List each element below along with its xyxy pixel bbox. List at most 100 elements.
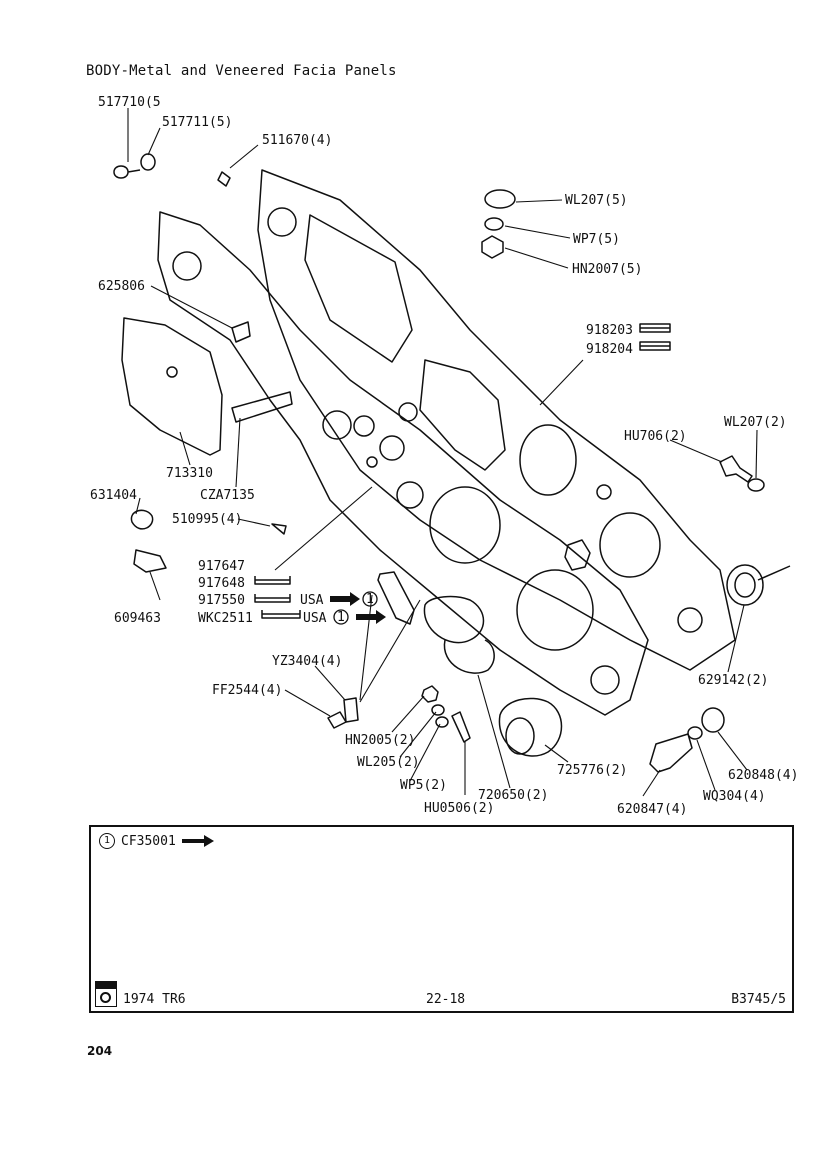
panel-hole-left <box>267 207 297 237</box>
bolt-WKC2511 <box>261 610 301 619</box>
screw-510995 <box>271 523 287 535</box>
label-FF2544: FF2544(4) <box>212 683 282 698</box>
label-918203: 918203 <box>586 323 633 338</box>
label-usa-2: USA <box>303 611 327 626</box>
knob-620848 <box>701 707 725 733</box>
glovebox-lid-hole <box>166 366 178 378</box>
stud-629142 <box>757 565 791 581</box>
bracket-plate <box>377 571 415 625</box>
veneer-gauge-hole-1 <box>429 486 501 564</box>
plate-YZ3404 <box>343 697 359 723</box>
screw-511670 <box>217 171 231 187</box>
lamp-725776 <box>498 697 563 757</box>
label-517711: 517711(5) <box>162 115 232 130</box>
label-725776: 725776(2) <box>557 763 627 778</box>
label-HU0506: HU0506(2) <box>424 801 494 816</box>
panel-gauge-hole-1 <box>519 424 577 496</box>
washer-WP7 <box>484 217 504 231</box>
lever-620847 <box>649 733 693 773</box>
marker-num-1: 1 <box>366 592 374 607</box>
page-title: BODY-Metal and Veneered Facia Panels <box>86 63 397 79</box>
panel-centre-cutout <box>419 359 506 471</box>
label-usa-1: USA <box>300 593 324 608</box>
label-510995: 510995(4) <box>172 512 242 527</box>
marker-num-2: 1 <box>337 610 345 625</box>
circle-marker-2 <box>333 609 349 625</box>
label-917647: 917647 <box>198 559 245 574</box>
bolt-HU706 <box>719 455 753 483</box>
label-HN2005: HN2005(2) <box>345 733 415 748</box>
veneer-gauge-hole-2 <box>516 569 594 651</box>
cup-720650 <box>423 595 485 644</box>
nut-HN2007 <box>481 235 504 259</box>
footer-ref: B3745/5 <box>731 992 786 1007</box>
label-609463: 609463 <box>114 611 161 626</box>
arrow-usa-2 <box>356 610 386 624</box>
lamp-725776-face <box>505 717 535 755</box>
nut-HN2005 <box>421 685 439 703</box>
label-620847: 620847(4) <box>617 802 687 817</box>
clip-625806 <box>231 321 251 343</box>
glovebox-lid <box>121 317 223 456</box>
label-620848: 620848(4) <box>728 768 798 783</box>
washer-WL207-2 <box>747 478 765 492</box>
label-917550: 917550 <box>198 593 245 608</box>
washer-517711 <box>140 153 156 171</box>
knob-631404 <box>130 509 154 530</box>
publisher-logo-icon <box>95 981 117 1007</box>
label-631404: 631404 <box>90 488 137 503</box>
label-WL205: WL205(2) <box>357 755 420 770</box>
bezel-629142-inner <box>734 572 756 598</box>
label-918204: 918204 <box>586 342 633 357</box>
label-917648: 917648 <box>198 576 245 591</box>
label-WP7: WP7(5) <box>573 232 620 247</box>
label-720650: 720650(2) <box>478 788 548 803</box>
veneer-hole-g <box>366 456 378 468</box>
note-marker: 1 <box>99 833 115 849</box>
bolt-917648 <box>254 576 291 585</box>
veneer-hole-d <box>398 402 418 422</box>
note-row: 1 CF35001 <box>99 833 214 849</box>
note-arrow-icon <box>181 835 214 847</box>
veneer-hole-a <box>322 410 352 440</box>
label-WKC2511: WKC2511 <box>198 611 253 626</box>
panel-gauge-hole-2 <box>599 512 661 578</box>
label-YZ3404: YZ3404(4) <box>272 654 342 669</box>
bolt-918204 <box>639 341 671 351</box>
circle-marker-1 <box>362 591 378 607</box>
veneer-hole-left <box>172 251 202 281</box>
label-WL207-5: WL207(5) <box>565 193 628 208</box>
note-text: CF35001 <box>121 833 176 849</box>
label-WQ304: WQ304(4) <box>703 789 766 804</box>
veneer-hole-e <box>396 481 424 509</box>
bolt-917550 <box>254 594 291 603</box>
footer-model: 1974 TR6 <box>123 992 186 1007</box>
panel-hex-cutout <box>564 539 591 571</box>
veneer-hole-b <box>353 415 375 437</box>
arrow-usa-1 <box>330 592 360 606</box>
cup-720650-lower <box>443 639 495 674</box>
panel-window-cutout <box>304 214 413 363</box>
bracket-609463 <box>133 549 167 573</box>
veneered-facia-panel <box>157 211 649 716</box>
hinge-strip <box>231 391 293 423</box>
label-713310: 713310 <box>166 466 213 481</box>
bolt-HU0506 <box>451 711 471 743</box>
washer-WP5 <box>435 716 449 728</box>
label-517710: 517710(5 <box>98 95 161 110</box>
washer-WL207 <box>484 189 516 209</box>
page-number: 204 <box>87 1044 113 1058</box>
bolt-918203 <box>639 323 671 333</box>
washer-WL205 <box>431 704 445 716</box>
label-HN2007: HN2007(5) <box>572 262 642 277</box>
veneer-hole-c <box>379 435 405 461</box>
panel-hole-right <box>677 607 703 633</box>
label-625806: 625806 <box>98 279 145 294</box>
label-WL207-2: WL207(2) <box>724 415 787 430</box>
footer-section: 22-18 <box>426 992 466 1007</box>
bezel-629142 <box>726 564 764 606</box>
metal-facia-panel <box>257 169 736 671</box>
label-CZA7135: CZA7135 <box>200 488 255 503</box>
notes-box: 1 CF35001 1974 TR6 22-18 B3745/5 <box>89 825 794 1013</box>
